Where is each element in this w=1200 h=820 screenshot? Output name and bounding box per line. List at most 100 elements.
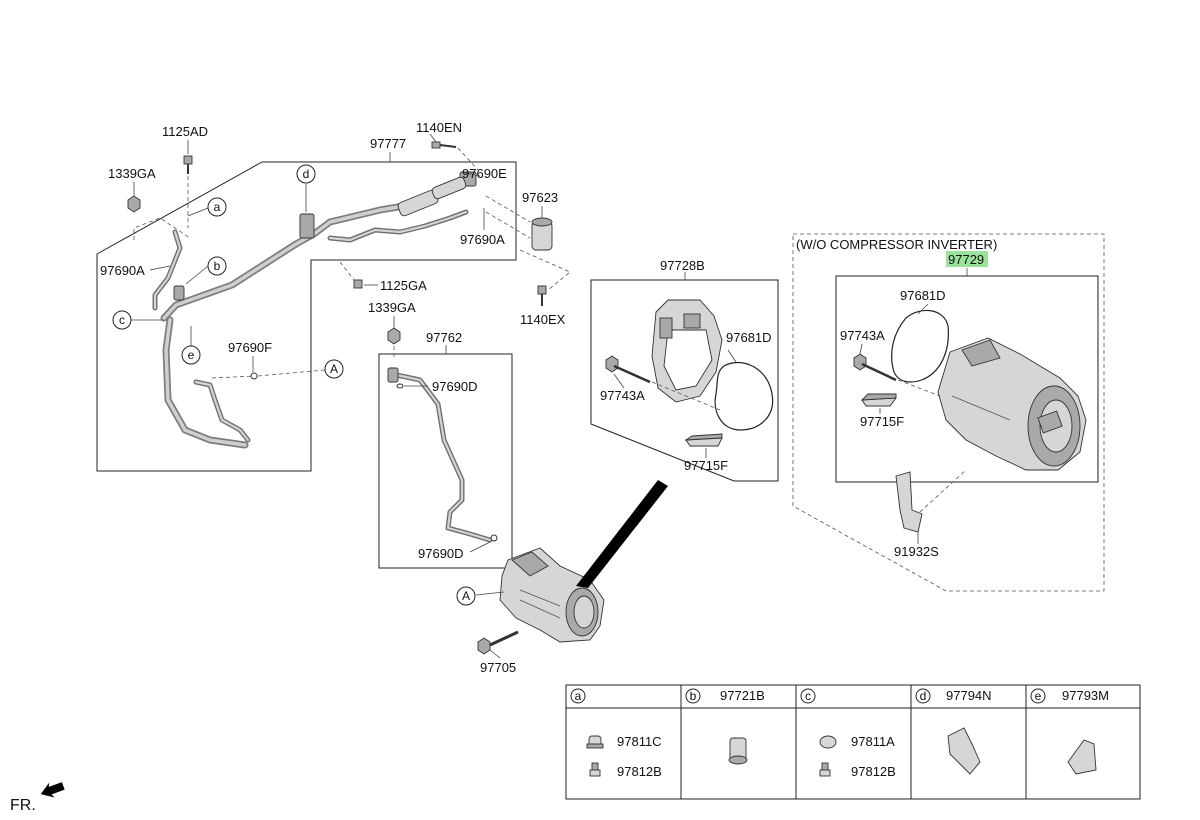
legend-table: a 97811C 97812B b 97721B c	[565, 684, 1141, 800]
label-97728B: 97728B	[660, 258, 705, 273]
bolt-97743A-mid	[605, 355, 651, 384]
label-1140EN: 1140EN	[416, 120, 462, 135]
label-97690F: 97690F	[228, 340, 272, 355]
callout-b: b	[207, 256, 227, 276]
label-97705: 97705	[480, 660, 516, 675]
compressor-97729	[937, 337, 1087, 471]
label-97681D-right: 97681D	[900, 288, 946, 303]
svg-text:97812B: 97812B	[851, 764, 896, 779]
label-fr: FR.	[10, 797, 36, 814]
label-97715F-mid: 97715F	[684, 458, 728, 473]
svg-text:97721B: 97721B	[720, 688, 765, 703]
bolt-1125GA	[339, 261, 363, 289]
svg-text:c: c	[119, 313, 125, 327]
bolt-1140EN	[431, 141, 479, 171]
bracket-91932S	[895, 471, 923, 533]
suction-tube	[152, 171, 477, 449]
compressor-97701	[475, 480, 668, 659]
valve-core-icon	[589, 762, 601, 777]
label-1339GA-mid: 1339GA	[368, 300, 416, 315]
label-97690D-bottom: 97690D	[418, 546, 464, 561]
cap-small-icon	[819, 735, 837, 749]
svg-text:a: a	[575, 689, 582, 703]
frame-97777	[96, 161, 517, 472]
label-97623: 97623	[522, 190, 558, 205]
svg-text:97793M: 97793M	[1062, 688, 1109, 703]
label-97743A-right: 97743A	[840, 328, 885, 343]
callout-A-top: A	[324, 359, 344, 379]
highlight-97729	[946, 251, 988, 267]
frame-wo-inverter	[792, 233, 1105, 592]
svg-text:d: d	[920, 689, 927, 703]
frame-97729	[835, 275, 1099, 483]
svg-text:b: b	[690, 689, 697, 703]
legend-col-b: b 97721B	[685, 688, 765, 765]
svg-text:97812B: 97812B	[617, 764, 662, 779]
svg-text:e: e	[1035, 689, 1042, 703]
inverter-housing	[651, 299, 723, 403]
bolt-97743A-right	[853, 353, 897, 382]
legend-col-e: e 97793M	[1030, 688, 1109, 775]
label-97690D-top: 97690D	[432, 379, 478, 394]
group-97729	[792, 233, 1105, 592]
fitting-97721B-icon	[728, 737, 748, 765]
gasket-97681D-right	[891, 309, 949, 383]
label-97715F-right: 97715F	[860, 414, 904, 429]
callout-d: d	[296, 164, 316, 184]
callout-c: c	[112, 310, 132, 330]
label-97681D-mid: 97681D	[726, 330, 772, 345]
label-97743A-mid: 97743A	[600, 388, 645, 403]
svg-text:e: e	[188, 348, 195, 362]
label-1140EX: 1140EX	[520, 312, 566, 327]
bolt-97705	[477, 630, 519, 655]
svg-text:b: b	[214, 259, 221, 273]
label-97762: 97762	[426, 330, 462, 345]
callout-e: e	[181, 345, 201, 365]
bracket-97715F-right	[860, 393, 897, 407]
svg-text:97811C: 97811C	[617, 734, 662, 749]
frame-97762	[378, 353, 513, 569]
label-1339GA-top: 1339GA	[108, 166, 156, 181]
part-labels: 1125AD 1339GA 97690A 97777 1140EN 97690E…	[100, 120, 997, 675]
label-91932S: 91932S	[894, 544, 939, 559]
legend-col-a: a 97811C 97812B	[570, 688, 662, 779]
bracket-97715F-mid	[684, 433, 723, 447]
svg-text:a: a	[214, 200, 221, 214]
nut-1339GA-top	[127, 195, 141, 213]
front-arrow-icon	[40, 782, 65, 798]
svg-text:97811A: 97811A	[851, 734, 895, 749]
valve-core-icon-c	[819, 762, 831, 777]
part-97623	[531, 217, 553, 251]
label-97777: 97777	[370, 136, 406, 151]
group-97728B	[590, 272, 779, 482]
bracket-97793M-icon	[1067, 739, 1097, 775]
label-97690E: 97690E	[462, 166, 507, 181]
bolt-1140EX	[537, 285, 547, 306]
label-97690A-left: 97690A	[100, 263, 145, 278]
gasket-97681D-mid	[714, 361, 774, 431]
bolt-1125AD	[183, 155, 193, 228]
label-1125GA: 1125GA	[380, 278, 427, 293]
label-1125AD: 1125AD	[162, 124, 208, 139]
discharge-tube	[387, 367, 493, 543]
cap-icon	[586, 735, 604, 749]
svg-text:A: A	[462, 589, 470, 603]
frame-97728B	[590, 279, 779, 482]
label-97690A-right: 97690A	[460, 232, 505, 247]
svg-text:d: d	[303, 167, 310, 181]
group-97777	[96, 133, 571, 472]
callout-a: a	[207, 197, 227, 217]
label-97729: 97729	[948, 252, 984, 267]
nut-1339GA-mid	[387, 327, 401, 360]
legend-col-d: d 97794N	[915, 688, 992, 775]
svg-text:c: c	[805, 689, 811, 703]
front-arrow-indicator: FR.	[10, 782, 65, 814]
group-97762	[378, 316, 513, 569]
legend-col-c: c 97811A 97812B	[800, 688, 896, 779]
bracket-97794N-icon	[947, 727, 981, 775]
callout-A-bottom: A	[456, 586, 476, 606]
svg-text:A: A	[330, 362, 338, 376]
svg-text:97794N: 97794N	[946, 688, 992, 703]
label-wo-compressor-inverter: (W/O COMPRESSOR INVERTER)	[796, 237, 997, 252]
